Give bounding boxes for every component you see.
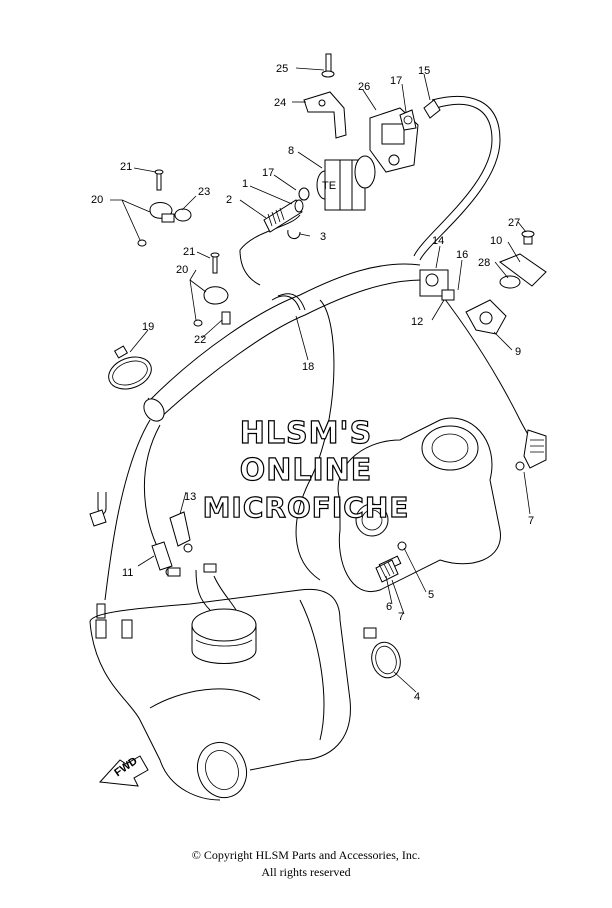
callout-26: 26 bbox=[358, 81, 370, 93]
callout-20: 20 bbox=[91, 194, 103, 206]
clip-17-top bbox=[399, 109, 417, 131]
clamp-20-top bbox=[137, 169, 192, 247]
callout-3: 3 bbox=[320, 231, 326, 243]
callout-11: 11 bbox=[122, 567, 133, 579]
callout-4: 4 bbox=[414, 691, 420, 703]
watermark-line-1: HLSM'S bbox=[240, 416, 372, 451]
callout-24: 24 bbox=[274, 97, 286, 109]
fuel-hose-long bbox=[413, 95, 501, 261]
callout-22: 22 bbox=[194, 334, 206, 346]
callout-13: 13 bbox=[184, 491, 196, 503]
clip-3 bbox=[287, 229, 301, 239]
copyright-text: © Copyright HLSM Parts and Accessories, … bbox=[191, 848, 421, 862]
carburetor bbox=[337, 417, 525, 593]
fuel-tank bbox=[89, 588, 351, 801]
clip-17-mid bbox=[298, 187, 310, 201]
callout-21: 21 bbox=[120, 161, 132, 173]
watermark-line-2: ONLINE bbox=[240, 453, 373, 488]
clamp-19 bbox=[108, 345, 152, 390]
bolt-25 bbox=[321, 53, 335, 78]
callout-16: 16 bbox=[456, 249, 468, 261]
watermark-line-3: MICROFICHE bbox=[203, 491, 410, 524]
vent-fittings bbox=[89, 492, 133, 639]
fuel-filter-8: TE bbox=[316, 155, 376, 211]
callout-14: 14 bbox=[432, 235, 444, 247]
callout-2: 2 bbox=[226, 194, 232, 206]
callout-7: 7 bbox=[398, 611, 404, 623]
callout-8: 8 bbox=[288, 145, 294, 157]
callout-15: 15 bbox=[418, 65, 430, 77]
callout-21: 21 bbox=[183, 246, 195, 258]
fwd-arrow-icon: FWD bbox=[98, 755, 149, 787]
callout-23: 23 bbox=[198, 186, 210, 198]
breather-tube bbox=[143, 263, 423, 422]
callout-20: 20 bbox=[176, 264, 188, 276]
callout-10: 10 bbox=[490, 235, 502, 247]
callout-27: 27 bbox=[508, 217, 520, 229]
fuel-pickup bbox=[167, 563, 257, 664]
hose-right-7 bbox=[523, 429, 547, 469]
callout-9: 9 bbox=[515, 346, 521, 358]
clamp-4 bbox=[363, 627, 401, 679]
callout-17: 17 bbox=[262, 167, 274, 179]
callout-7: 7 bbox=[528, 515, 534, 527]
hose-1 bbox=[263, 199, 304, 233]
valve-assembly bbox=[419, 230, 547, 335]
callout-19: 19 bbox=[142, 321, 154, 333]
clamp-20-lower bbox=[193, 252, 231, 327]
callout-28: 28 bbox=[478, 257, 490, 269]
callout-25: 25 bbox=[276, 63, 288, 75]
hose-15 bbox=[423, 99, 441, 119]
callout-6: 6 bbox=[386, 601, 392, 613]
bracket-24 bbox=[303, 91, 347, 139]
leader-lines bbox=[110, 67, 531, 693]
svg-text:TE: TE bbox=[322, 180, 336, 192]
callout-5: 5 bbox=[428, 589, 434, 601]
watermark: HLSM'S ONLINE MICROFICHE bbox=[202, 415, 410, 524]
hose-11-13 bbox=[151, 511, 193, 577]
callout-labels: 25 24 26 17 15 8 17 1 2 3 21 23 20 21 20… bbox=[91, 63, 534, 703]
callout-17: 17 bbox=[390, 75, 402, 87]
callout-1: 1 bbox=[242, 178, 248, 190]
callout-18: 18 bbox=[302, 361, 314, 373]
rights-text: All rights reserved bbox=[261, 865, 351, 879]
callout-12: 12 bbox=[411, 316, 423, 328]
